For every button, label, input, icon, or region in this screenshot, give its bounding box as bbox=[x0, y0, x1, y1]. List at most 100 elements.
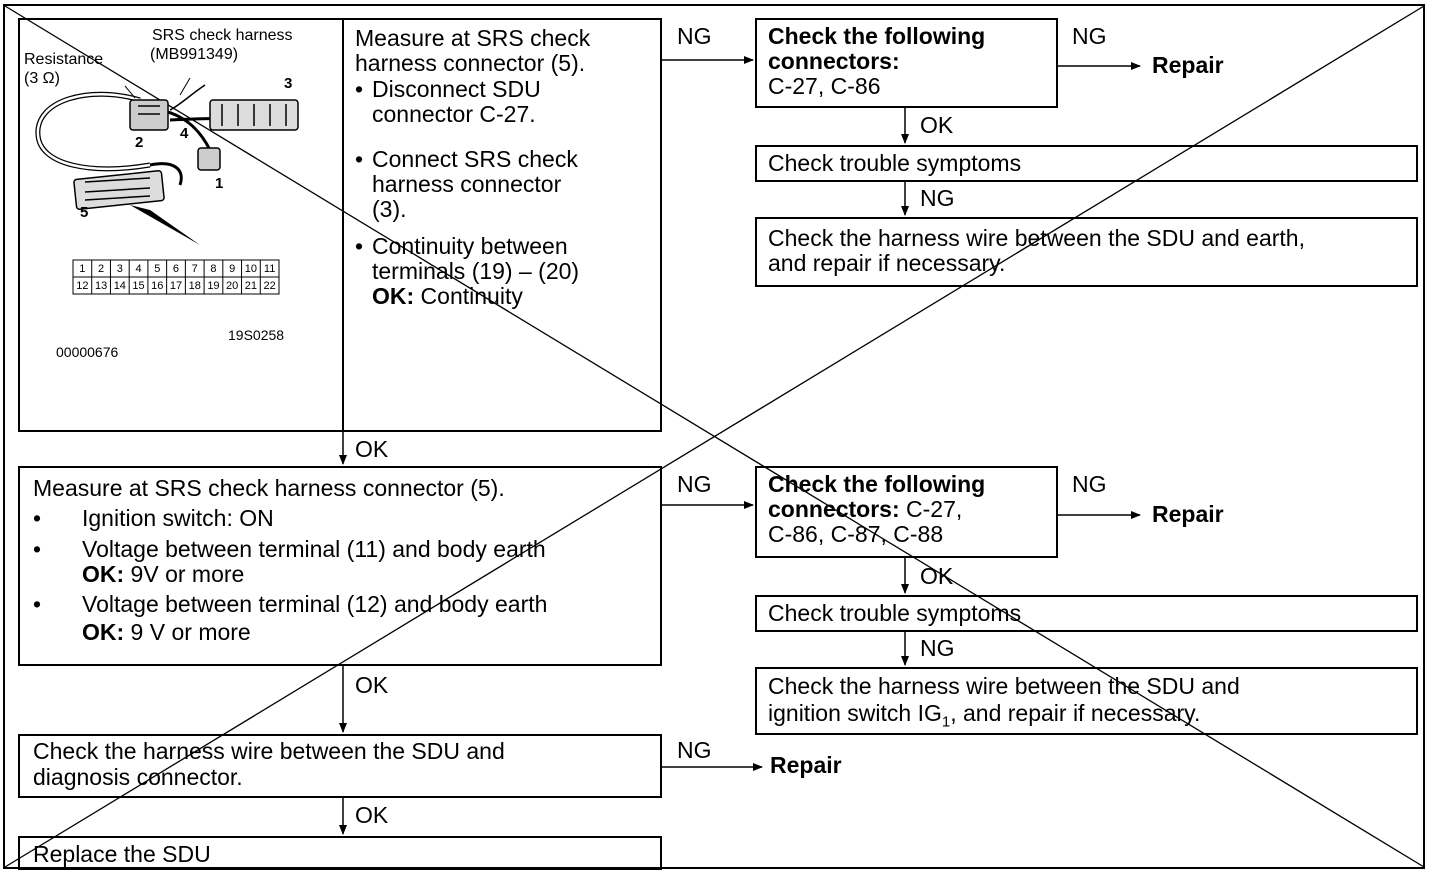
cross-line-b bbox=[4, 5, 1425, 868]
branch1-check-l2: connectors: bbox=[768, 48, 900, 74]
step4-box bbox=[18, 836, 662, 870]
branch2-check-l1: Check the following bbox=[768, 471, 986, 497]
pin-number: 17 bbox=[169, 280, 183, 292]
code-00000676: 00000676 bbox=[56, 344, 119, 360]
branch1-harness-box bbox=[755, 217, 1418, 287]
branch1-check-l3: C-27, C-86 bbox=[768, 73, 881, 99]
step1-b2-l1: Connect SRS check bbox=[372, 146, 578, 172]
ok-key: OK: bbox=[82, 561, 125, 587]
resistance-value-label: (3 Ω) bbox=[24, 70, 60, 87]
pin-number: 11 bbox=[263, 263, 276, 275]
step1-b1-l1: Disconnect SDU bbox=[372, 76, 541, 102]
pin-number: 1 bbox=[79, 263, 86, 275]
ok-label-2: OK bbox=[355, 672, 389, 698]
label-2: 2 bbox=[135, 134, 144, 151]
pin-number: 15 bbox=[132, 280, 145, 292]
pin-number: 6 bbox=[172, 263, 180, 275]
step4-text: Replace the SDU bbox=[33, 841, 211, 867]
step2-b1: Ignition switch: ON bbox=[82, 505, 274, 531]
label-4: 4 bbox=[180, 125, 189, 142]
pointer-wedge bbox=[130, 205, 200, 245]
connectors-key: connectors: bbox=[768, 496, 900, 522]
branch1-check-l1: Check the following bbox=[768, 23, 986, 49]
pin-number: 10 bbox=[244, 263, 258, 275]
pin-number: 14 bbox=[113, 280, 126, 292]
ok-label-1: OK bbox=[355, 436, 389, 462]
pin-number: 8 bbox=[210, 263, 217, 275]
harness-subscript: 1 bbox=[941, 713, 951, 731]
branch1-harness-l2: and repair if necessary. bbox=[768, 250, 1006, 276]
connectors-value: C-27, bbox=[899, 496, 963, 522]
pin-number: 12 bbox=[76, 280, 89, 292]
code-19s0258: 19S0258 bbox=[228, 327, 285, 343]
branch2-symptoms: Check trouble symptoms bbox=[768, 600, 1022, 626]
step2-ok2: OK: 9 V or more bbox=[82, 620, 251, 645]
ng-label-step1: NG bbox=[677, 23, 712, 49]
pin-number: 18 bbox=[188, 280, 201, 292]
branch2-harness-l2: ignition switch IG1, and repair if neces… bbox=[768, 701, 1200, 735]
branch2-symptoms-box bbox=[755, 595, 1418, 632]
step2-b2: Voltage between terminal (11) and body e… bbox=[82, 536, 546, 562]
step1-b2-l2: harness connector bbox=[372, 171, 562, 197]
label-3: 3 bbox=[284, 75, 293, 92]
branch2-harness-box bbox=[755, 667, 1418, 735]
ok-value: 9V or more bbox=[124, 561, 245, 587]
pin-grid bbox=[72, 259, 280, 295]
diagram-frame bbox=[3, 4, 1425, 869]
ok-value: Continuity bbox=[414, 283, 523, 309]
branch1-harness-l1: Check the harness wire between the SDU a… bbox=[768, 225, 1305, 251]
harness-label: SRS check harness bbox=[152, 27, 293, 44]
branch2-check-l3: C-86, C-87, C-88 bbox=[768, 521, 944, 547]
step3-box bbox=[18, 734, 662, 798]
bullet-icon: • bbox=[33, 536, 42, 562]
pin-number: 20 bbox=[226, 280, 239, 292]
ng-label-repair1: NG bbox=[1072, 23, 1107, 49]
pin-number: 3 bbox=[116, 263, 123, 275]
pin-number: 2 bbox=[98, 263, 105, 275]
step1-b2-l3: (3). bbox=[372, 196, 407, 222]
ng-label-step3: NG bbox=[677, 737, 712, 763]
label-1: 1 bbox=[215, 175, 224, 192]
step1-ok: OK: Continuity bbox=[372, 284, 523, 309]
resistance-label: Resistance bbox=[24, 51, 104, 68]
ok-key: OK: bbox=[372, 283, 415, 309]
step2-ok1: OK: 9V or more bbox=[82, 562, 244, 587]
harness-text-b: , and repair if necessary. bbox=[950, 700, 1201, 726]
connector-3 bbox=[209, 99, 299, 131]
step1-b3-l2: terminals (19) – (20) bbox=[372, 258, 580, 284]
pin-number: 22 bbox=[263, 280, 276, 292]
connector-2 bbox=[129, 99, 169, 131]
step1-b1-l2: connector C-27. bbox=[372, 101, 536, 127]
harness-part-label: (MB991349) bbox=[150, 46, 239, 63]
pin-number: 19 bbox=[207, 280, 220, 292]
ok-label-b2: OK bbox=[920, 563, 954, 589]
bullet-icon: • bbox=[355, 146, 364, 172]
repair-label-3: Repair bbox=[770, 752, 842, 778]
step3-l2: diagnosis connector. bbox=[33, 764, 243, 790]
step1-title-l1: Measure at SRS check bbox=[355, 25, 591, 51]
label-5: 5 bbox=[80, 204, 89, 221]
step1-title-l2: harness connector (5). bbox=[355, 50, 586, 76]
ok-label-3: OK bbox=[355, 802, 389, 828]
harness-text-a: ignition switch IG bbox=[768, 700, 942, 726]
branch2-check-box bbox=[755, 466, 1058, 558]
pin-number: 7 bbox=[191, 263, 198, 275]
pin-number: 5 bbox=[154, 263, 161, 275]
bullet-icon: • bbox=[355, 233, 364, 259]
step1-box bbox=[342, 18, 662, 432]
pin-number: 9 bbox=[229, 263, 236, 275]
pin-number: 4 bbox=[135, 263, 142, 275]
pin-number: 16 bbox=[151, 280, 164, 292]
pin-number: 13 bbox=[94, 280, 108, 292]
step2-box bbox=[18, 466, 662, 666]
ok-label-b1: OK bbox=[920, 112, 954, 138]
branch2-check-l2: connectors: C-27, bbox=[768, 497, 962, 522]
branch2-harness-l1: Check the harness wire between the SDU a… bbox=[768, 673, 1240, 699]
branch1-symptoms-box bbox=[755, 145, 1418, 182]
ok-value: 9 V or more bbox=[124, 619, 251, 645]
repair-label-2: Repair bbox=[1152, 501, 1224, 527]
connector-5 bbox=[73, 170, 165, 210]
bullet-icon: • bbox=[355, 76, 364, 102]
repair-label-1: Repair bbox=[1152, 52, 1224, 78]
